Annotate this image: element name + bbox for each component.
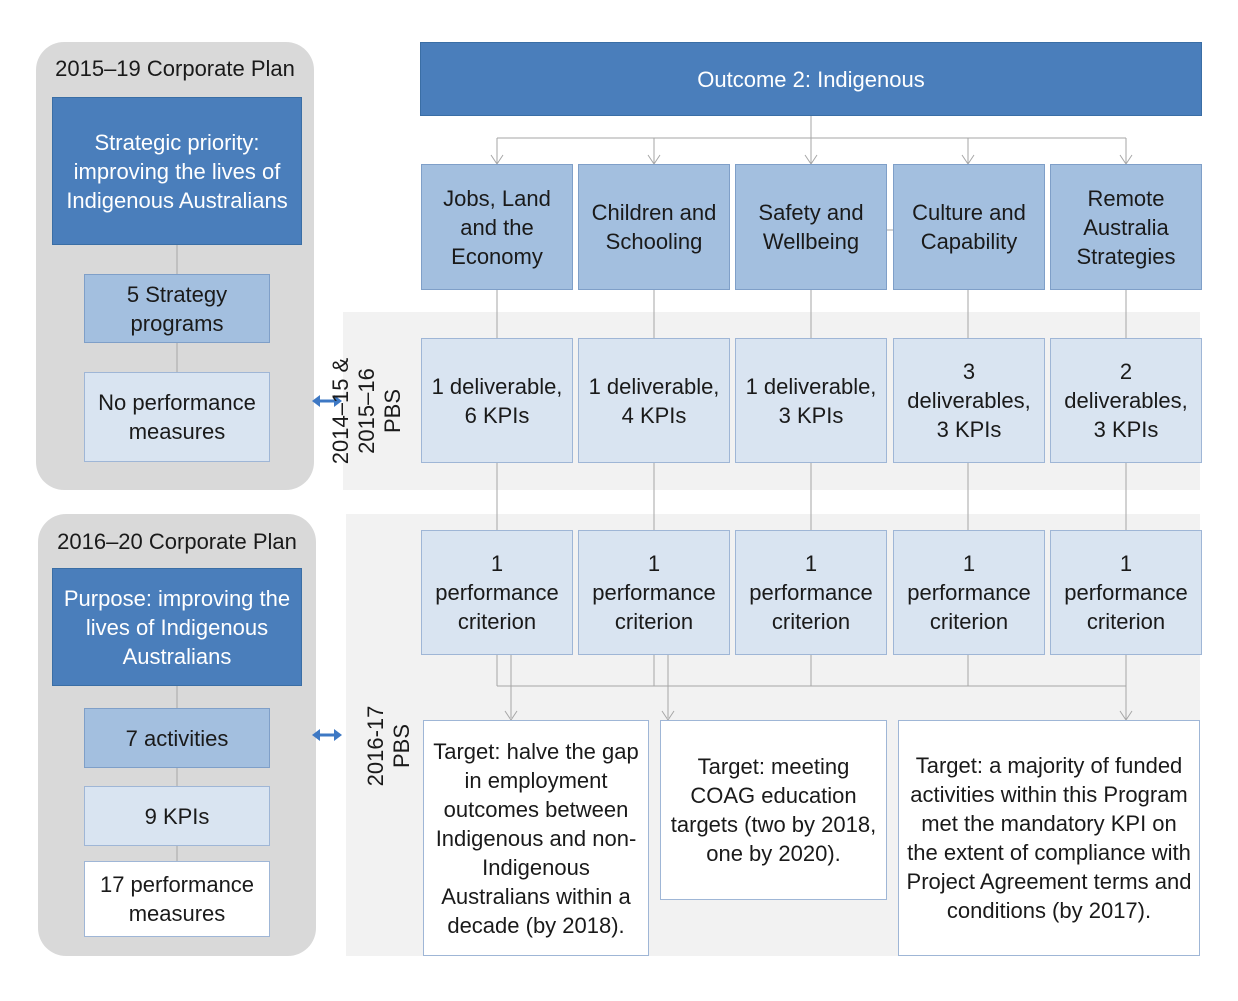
program-box-safety: Safety and Wellbeing (735, 164, 887, 290)
program-box-jobs: Jobs, Land and the Economy (421, 164, 573, 290)
purpose-box: Purpose: improving the lives of Indigeno… (52, 568, 302, 686)
corporate-plan-2016-title: 2016–20 Corporate Plan (57, 529, 297, 554)
deliverable-box-culture: 3 deliverables, 3 KPIs (893, 338, 1045, 463)
target-box-employment: Target: halve the gap in employment outc… (423, 720, 649, 956)
deliverable-box-jobs: 1 deliverable, 6 KPIs (421, 338, 573, 463)
corporate-plan-2015-title: 2015–19 Corporate Plan (55, 56, 295, 81)
criterion-box-children: 1 performance criterion (578, 530, 730, 655)
deliverable-box-remote: 2 deliverables, 3 KPIs (1050, 338, 1202, 463)
strategy-programs-box: 5 Strategy programs (84, 274, 270, 343)
double-arrow-icon (312, 729, 342, 741)
criterion-box-remote: 1 performance criterion (1050, 530, 1202, 655)
program-box-children: Children and Schooling (578, 164, 730, 290)
kpis-box: 9 KPIs (84, 786, 270, 846)
activities-box: 7 activities (84, 708, 270, 768)
deliverable-box-children: 1 deliverable, 4 KPIs (578, 338, 730, 463)
target-box-compliance: Target: a majority of funded activities … (898, 720, 1200, 956)
program-box-remote: Remote Australia Strategies (1050, 164, 1202, 290)
performance-measures-box: 17 performance measures (84, 861, 270, 937)
criterion-box-culture: 1 performance criterion (893, 530, 1045, 655)
double-arrow-icon (312, 395, 342, 407)
target-box-education: Target: meeting COAG education targets (… (660, 720, 887, 900)
outcome-box: Outcome 2: Indigenous (420, 42, 1202, 116)
pbs-2016-label: 2016-17 PBS (363, 705, 414, 787)
program-box-culture: Culture and Capability (893, 164, 1045, 290)
deliverable-box-safety: 1 deliverable, 3 KPIs (735, 338, 887, 463)
strategic-priority-box: Strategic priority: improving the lives … (52, 97, 302, 245)
pbs-2014-label: 2014–15 & 2015–16 PBS (328, 357, 405, 465)
criterion-box-jobs: 1 performance criterion (421, 530, 573, 655)
criterion-box-safety: 1 performance criterion (735, 530, 887, 655)
no-performance-measures-box: No performance measures (84, 372, 270, 462)
